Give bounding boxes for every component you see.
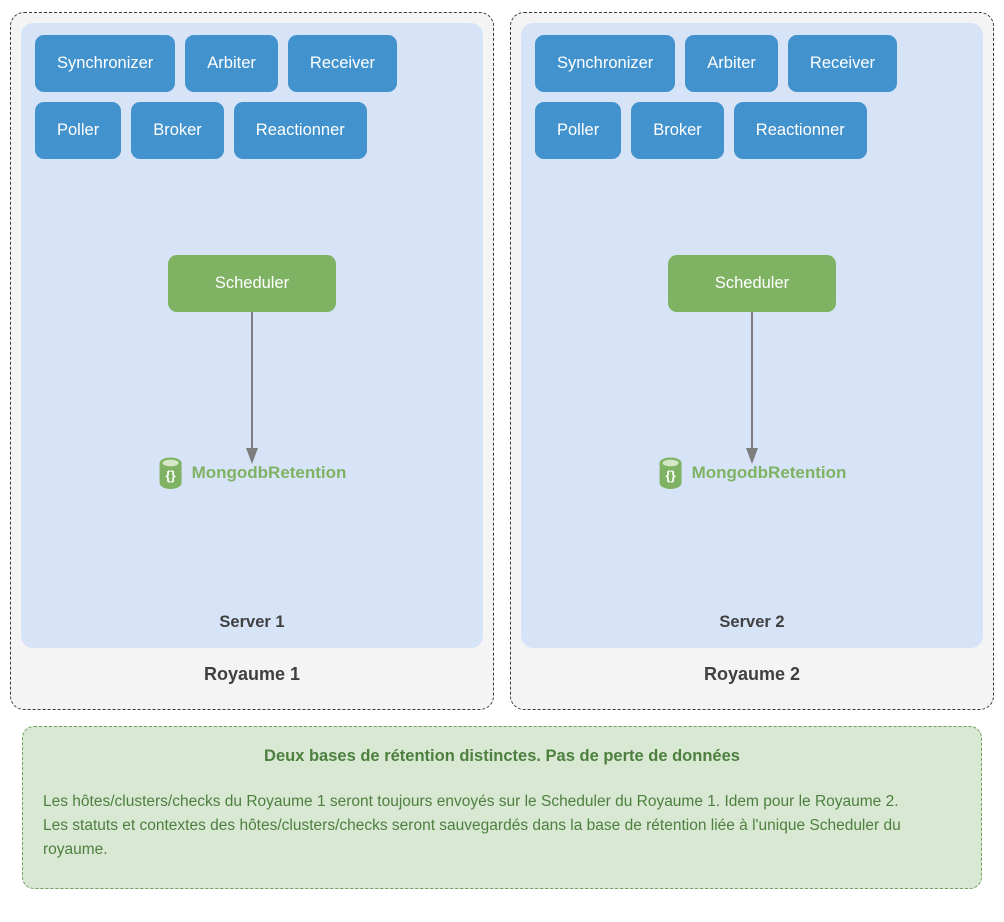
realm-label-2: Royaume 2 <box>703 664 801 684</box>
component-synchronizer-1[interactable]: Synchronizer <box>35 35 176 92</box>
database-group-2[interactable]: {} MongodbRetention <box>658 457 847 489</box>
note-title: Deux bases de rétention distinctes. Pas … <box>264 747 740 765</box>
scheduler-to-database-arrow-2 <box>746 312 758 464</box>
note-panel: Deux bases de rétention distinctes. Pas … <box>22 726 982 890</box>
component-poller-1[interactable]: Poller <box>35 102 122 159</box>
database-cylinder-icon: {} <box>159 457 182 489</box>
database-label-1: MongodbRetention <box>191 463 347 482</box>
realm-label-1: Royaume 1 <box>203 664 301 684</box>
database-label-2: MongodbRetention <box>691 463 847 482</box>
component-broker-2[interactable]: Broker <box>631 102 724 159</box>
component-row-bottom-2: Poller Broker Reactionner <box>535 102 969 159</box>
database-cylinder-icon: {} <box>659 457 682 489</box>
scheduler-area-2: Scheduler {} MongodbRetention <box>535 169 969 613</box>
scheduler-node-2[interactable]: Scheduler <box>668 255 836 312</box>
note-line-2: Les statuts et contextes des hôtes/clust… <box>43 817 901 859</box>
component-broker-1[interactable]: Broker <box>131 102 224 159</box>
component-row-top-2: Synchronizer Arbiter Receiver <box>535 35 969 92</box>
component-reactionner-1[interactable]: Reactionner <box>233 102 367 159</box>
realm-panel-1[interactable]: Synchronizer Arbiter Receiver Poller Bro… <box>10 12 494 710</box>
server-label-1: Server 1 <box>219 613 285 631</box>
component-poller-2[interactable]: Poller <box>535 102 622 159</box>
svg-text:{}: {} <box>666 468 676 483</box>
component-row-top-1: Synchronizer Arbiter Receiver <box>35 35 469 92</box>
component-reactionner-2[interactable]: Reactionner <box>733 102 867 159</box>
component-arbiter-1[interactable]: Arbiter <box>185 35 278 92</box>
note-line-1: Les hôtes/clusters/checks du Royaume 1 s… <box>43 793 899 810</box>
server-panel-1[interactable]: Synchronizer Arbiter Receiver Poller Bro… <box>21 23 483 648</box>
component-row-bottom-1: Poller Broker Reactionner <box>35 102 469 159</box>
scheduler-node-1[interactable]: Scheduler <box>168 255 336 312</box>
server-label-2: Server 2 <box>719 613 785 631</box>
scheduler-to-database-arrow-1 <box>246 312 258 464</box>
realm-panel-2[interactable]: Synchronizer Arbiter Receiver Poller Bro… <box>510 12 994 710</box>
component-synchronizer-2[interactable]: Synchronizer <box>535 35 676 92</box>
svg-text:{}: {} <box>166 468 176 483</box>
realms-container: Synchronizer Arbiter Receiver Poller Bro… <box>10 12 994 710</box>
database-group-1[interactable]: {} MongodbRetention <box>158 457 347 489</box>
component-arbiter-2[interactable]: Arbiter <box>685 35 778 92</box>
scheduler-area-1: Scheduler {} MongodbRetention <box>35 169 469 613</box>
component-receiver-2[interactable]: Receiver <box>787 35 898 92</box>
server-panel-2[interactable]: Synchronizer Arbiter Receiver Poller Bro… <box>521 23 983 648</box>
component-receiver-1[interactable]: Receiver <box>287 35 398 92</box>
